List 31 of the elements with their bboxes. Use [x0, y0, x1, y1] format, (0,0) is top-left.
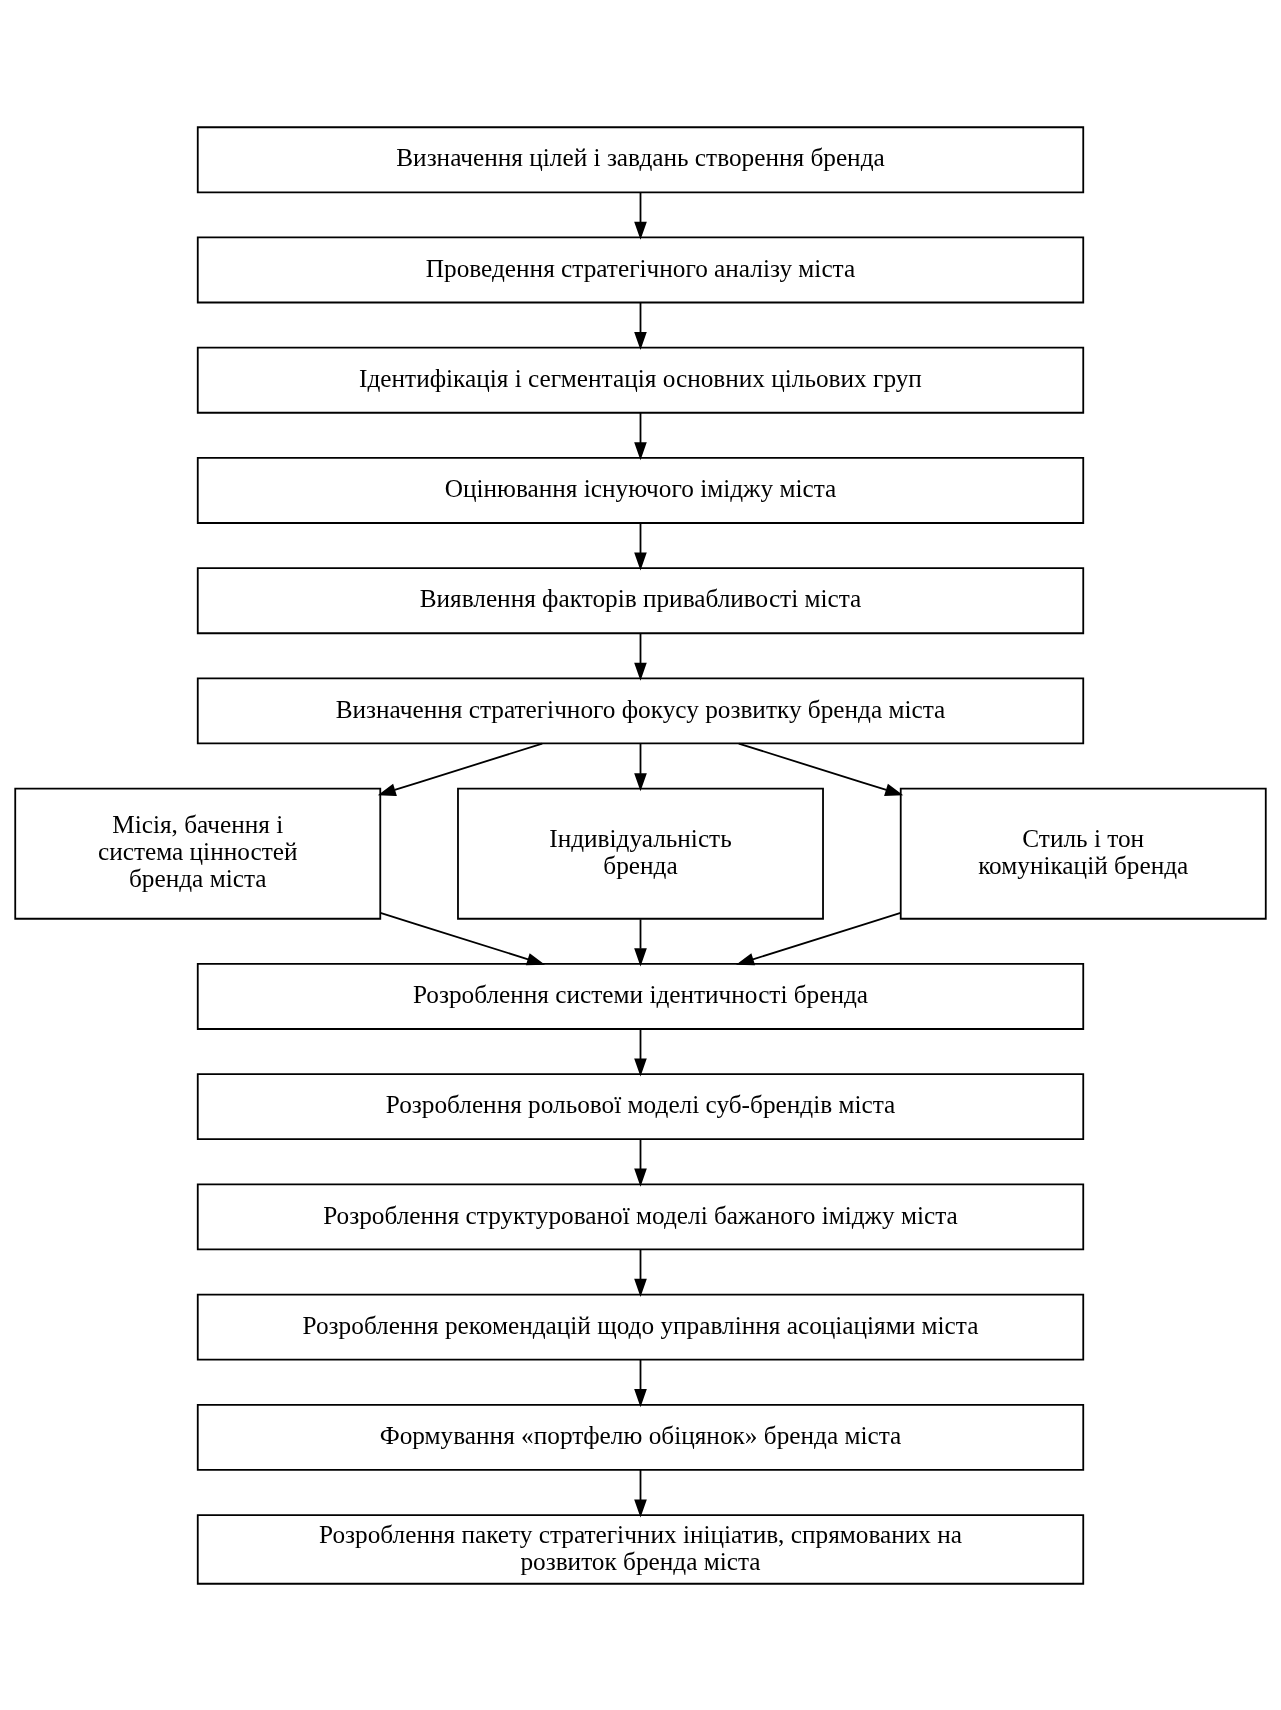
- arrow: [634, 631, 647, 681]
- node-box: Визначення цілей і завдань створення бренда: [196, 125, 1085, 193]
- node-box: Розроблення рольової моделі суб-брендів міста: [196, 1072, 1085, 1140]
- arrow: [634, 1248, 647, 1297]
- node-box: Виявлення факторів привабливості міста: [196, 566, 1085, 634]
- node-box: Стиль і тон комунікацій бренда: [899, 787, 1267, 920]
- node-box: Визначення стратегічного фокусу розвитку бренда міста: [196, 677, 1085, 744]
- node-box: Індивідуальність бренда: [457, 787, 824, 920]
- arrow: [634, 1358, 647, 1407]
- arrow: [737, 742, 904, 796]
- arrow: [377, 742, 544, 796]
- node-box: Проведення стратегічного аналізу міста: [196, 236, 1085, 303]
- node-box: Розроблення пакету стратегічних ініціатив, спрямованих на розвиток бренда міста: [196, 1513, 1085, 1585]
- node-box: Ідентифікація і сегментація основних цільових груп: [196, 346, 1085, 414]
- arrow: [634, 917, 647, 966]
- arrow: [634, 521, 647, 570]
- arrow: [634, 191, 647, 240]
- arrow: [634, 1027, 647, 1076]
- node-box: Місія, бачення і система цінностей бренда міста: [14, 787, 382, 920]
- node-box: Розроблення структурованої моделі бажаного іміджу міста: [196, 1183, 1085, 1250]
- arrow: [634, 411, 647, 460]
- arrow: [634, 1137, 647, 1187]
- node-box: Формування «портфелю обіцянок» бренда міста: [196, 1403, 1085, 1471]
- arrow: [634, 301, 647, 350]
- node-box: Оцінювання існуючого іміджу міста: [196, 456, 1085, 524]
- node-box: Розроблення системи ідентичності бренда: [196, 962, 1085, 1030]
- arrow: [634, 742, 647, 791]
- arrow: [634, 1468, 647, 1518]
- arrow: [379, 911, 546, 965]
- node-box: Розроблення рекомендацій щодо управління асоціаціями міста: [196, 1293, 1085, 1361]
- arrow: [735, 911, 902, 965]
